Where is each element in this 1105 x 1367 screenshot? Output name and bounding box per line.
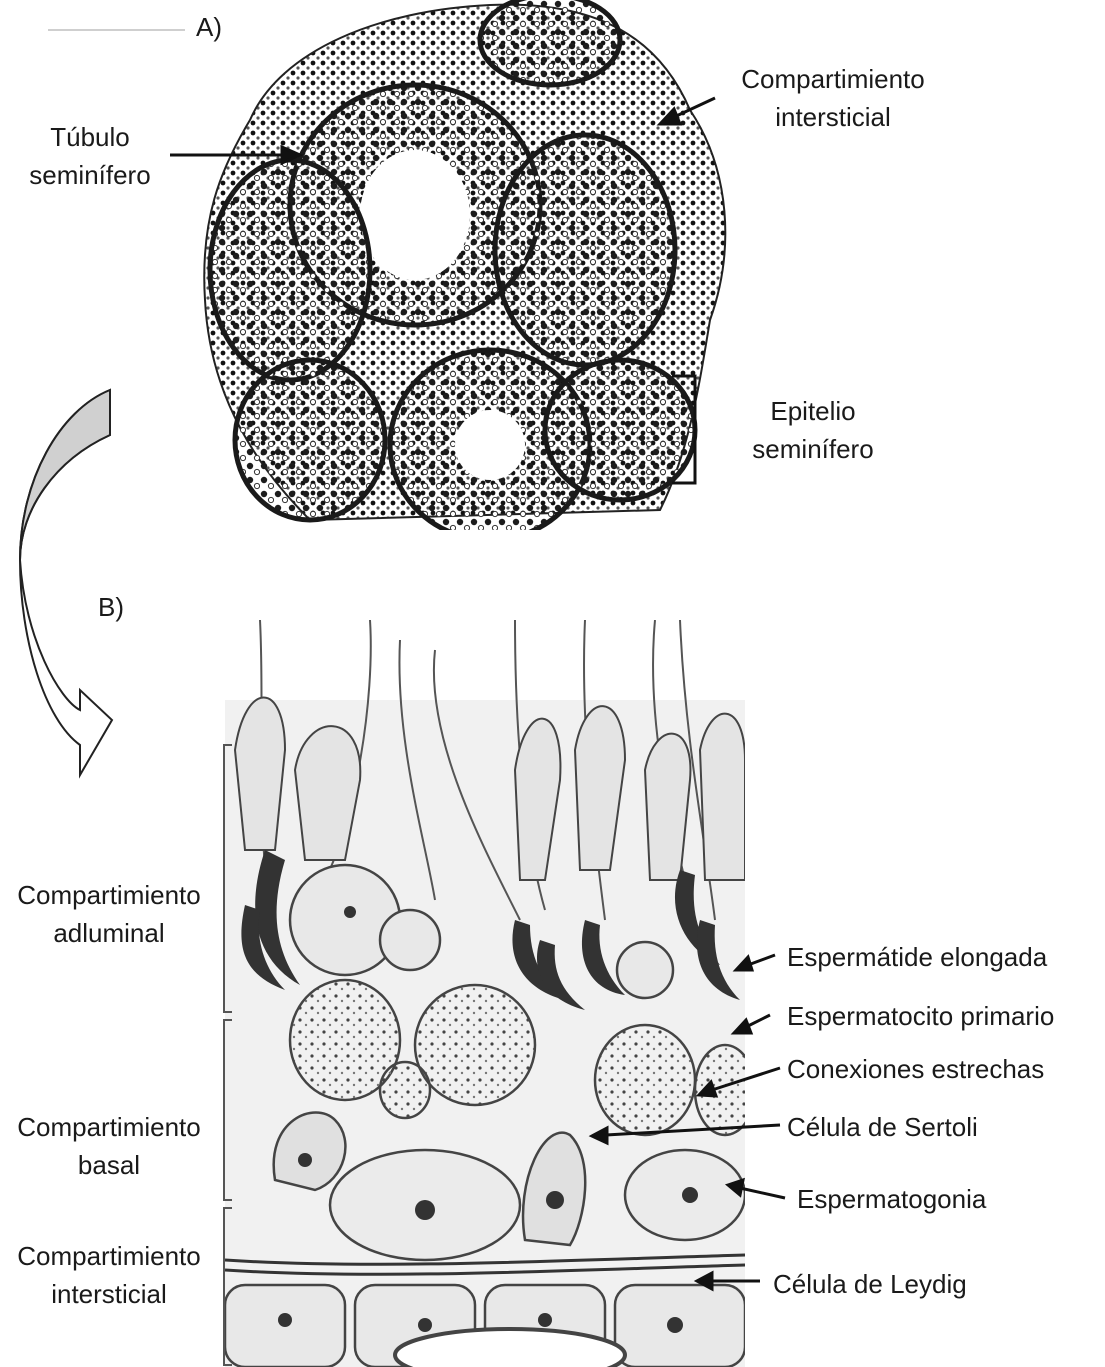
epitelio-line1: Epitelio (718, 392, 908, 430)
espermatide-label: Espermátide elongada (787, 938, 1047, 976)
panel-b-arrows (592, 955, 785, 1289)
tubulo-arrow (170, 147, 300, 163)
sertoli-label: Célula de Sertoli (787, 1108, 978, 1146)
panel-a-letter: A) (196, 8, 222, 46)
compartimiento-intersticial-label-a: Compartimiento intersticial (718, 60, 948, 136)
compartimiento-basal-label: Compartimiento basal (0, 1108, 218, 1184)
intersticial-b-line1: Compartimiento (0, 1237, 218, 1275)
compartment-brackets (224, 745, 232, 1365)
compartimiento-adluminal-label: Compartimiento adluminal (0, 876, 218, 952)
compartimiento-intersticial-label-b: Compartimiento intersticial (0, 1237, 218, 1313)
leydig-label: Célula de Leydig (773, 1265, 967, 1303)
intersticial-a-line2: intersticial (718, 98, 948, 136)
espermatocito-label: Espermatocito primario (787, 997, 1054, 1035)
tubulo-label-line1: Túbulo (0, 118, 180, 156)
conexiones-label: Conexiones estrechas (787, 1050, 1044, 1088)
intersticial-b-line2: intersticial (0, 1275, 218, 1313)
tubulo-seminifero-label: Túbulo seminífero (0, 118, 180, 194)
intersticial-a-line1: Compartimiento (718, 60, 948, 98)
adluminal-line1: Compartimiento (0, 876, 218, 914)
epitelio-bracket (672, 376, 695, 483)
intersticial-arrow-a (660, 98, 715, 124)
adluminal-line2: adluminal (0, 914, 218, 952)
tubulo-label-line2: seminífero (0, 156, 180, 194)
epitelio-seminifero-label: Epitelio seminífero (718, 392, 908, 468)
espermatogonia-label: Espermatogonia (797, 1180, 986, 1218)
basal-line2: basal (0, 1146, 218, 1184)
basal-line1: Compartimiento (0, 1108, 218, 1146)
epitelio-line2: seminífero (718, 430, 908, 468)
panel-b-letter: B) (98, 588, 124, 626)
